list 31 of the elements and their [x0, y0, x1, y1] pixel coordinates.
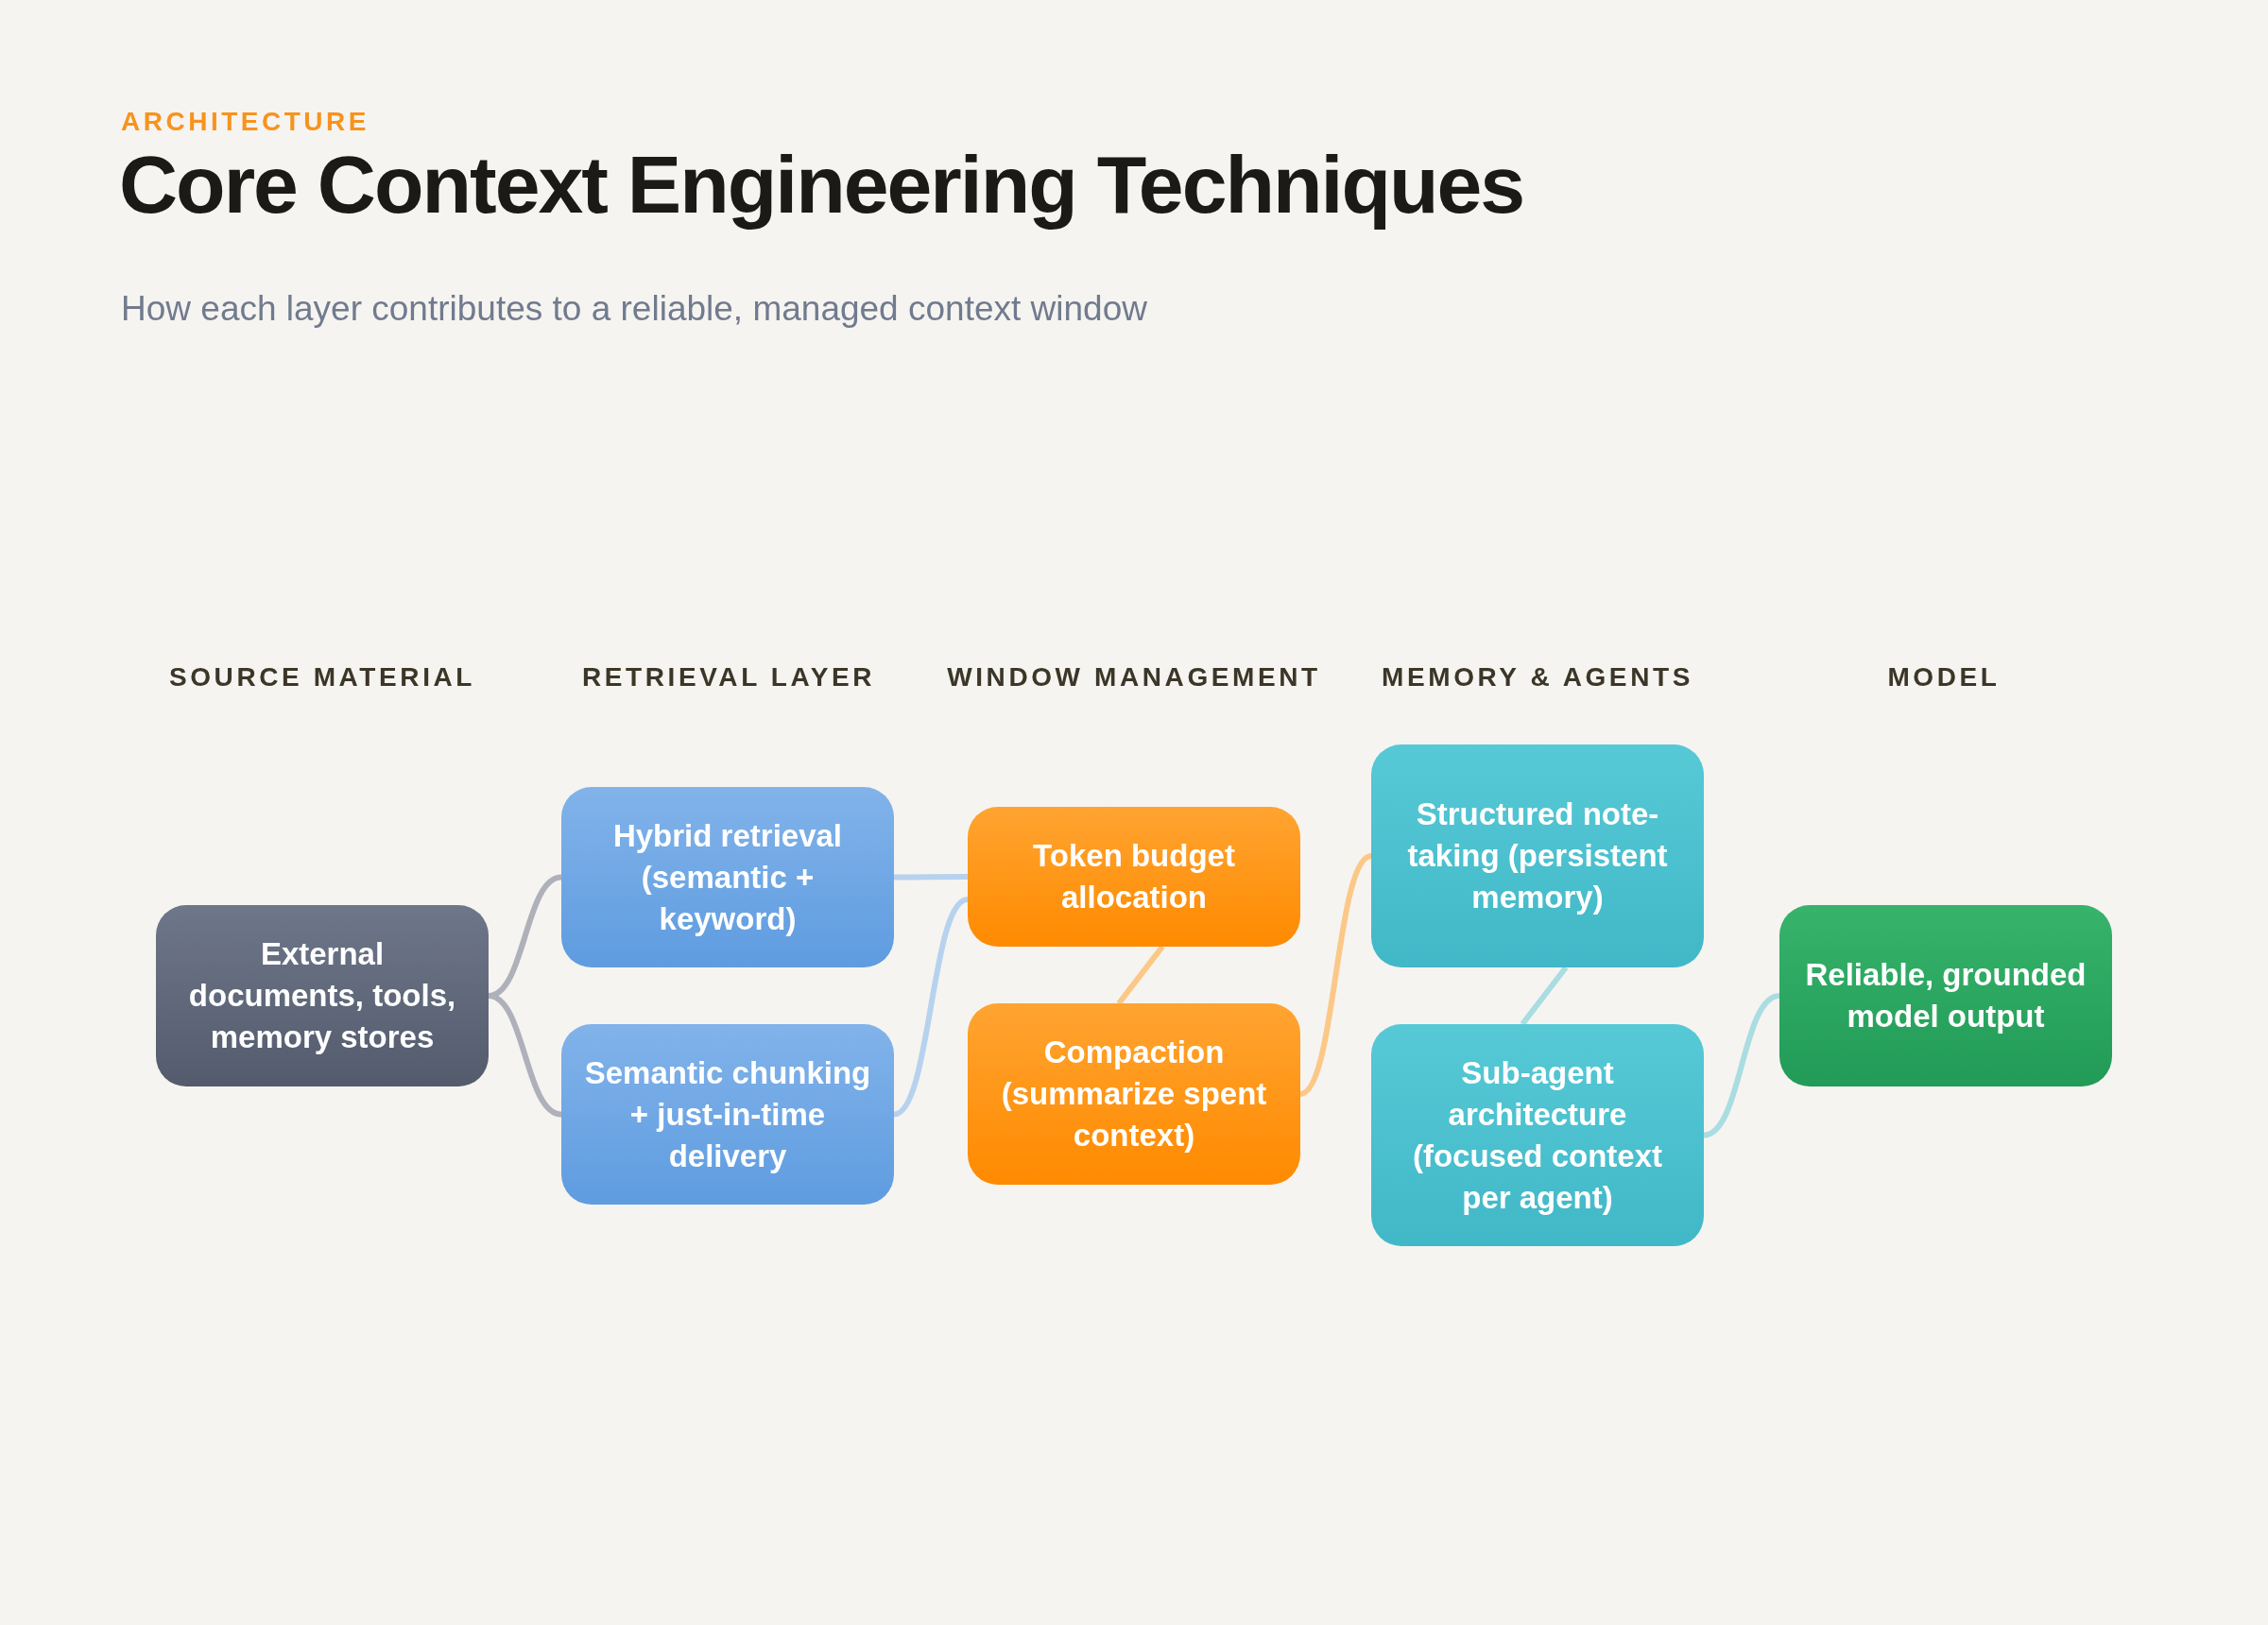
node-text: Reliable, grounded model output — [1804, 956, 2088, 1035]
node-text: Sub-agent architecture (focused context per agent) — [1411, 1053, 1663, 1217]
process-box — [561, 1024, 894, 1205]
process-box — [1371, 744, 1704, 967]
connector — [894, 874, 968, 881]
process-box — [561, 787, 894, 967]
node-text: External documents, tools, memory stores — [187, 935, 457, 1056]
connector — [488, 993, 562, 1118]
process-box — [1371, 1024, 1704, 1246]
column-header: MODEL — [1887, 662, 2001, 693]
node-text: Semantic chunking + just-in-time delivery — [583, 1053, 872, 1175]
process-box — [1779, 905, 2112, 1086]
diagram-title: Core Context Engineering Techniques — [119, 140, 1524, 230]
connector — [1116, 945, 1165, 1005]
process-box — [968, 1003, 1300, 1185]
node-text: Hybrid retrieval (semantic + keyword) — [611, 816, 844, 938]
node-text: Token budget allocation — [1032, 837, 1236, 916]
connector — [1520, 966, 1569, 1026]
eyebrow-label: ARCHITECTURE — [121, 107, 369, 138]
column-header: MEMORY & AGENTS — [1382, 662, 1693, 693]
column-header: RETRIEVAL LAYER — [581, 662, 876, 693]
connector — [1298, 853, 1373, 1097]
column-header: WINDOW MANAGEMENT — [947, 662, 1321, 693]
connector — [892, 897, 970, 1118]
process-box — [156, 905, 489, 1086]
column-header: SOURCE MATERIAL — [168, 662, 476, 693]
node-text: Compaction (summarize spent context) — [1000, 1034, 1268, 1155]
connector — [1703, 993, 1780, 1138]
node-text: Structured note-taking (persistent memory) — [1406, 795, 1669, 916]
subtitle: How each layer contributes to a reliable, managed context window — [121, 289, 1147, 330]
process-box — [968, 807, 1300, 947]
